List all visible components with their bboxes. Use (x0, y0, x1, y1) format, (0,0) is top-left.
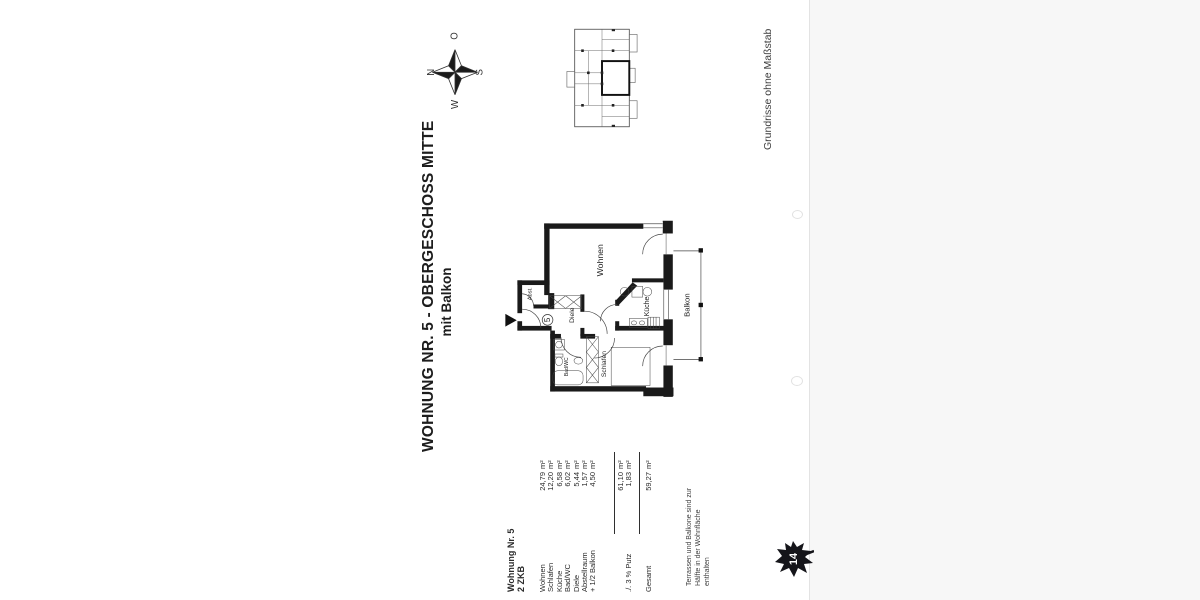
room-label-bad: Bad/WC (564, 357, 570, 376)
room-label-abstellraum: Abst. (527, 287, 533, 300)
table-header-type: 2 ZKB (516, 565, 526, 592)
room-label-diele: Diele (569, 307, 576, 323)
compass-rose: O S W N (426, 32, 484, 109)
table-header-unit: Wohnung Nr. 5 (506, 528, 516, 592)
windows (643, 222, 674, 366)
room-label-schlafen: Schlafen (601, 351, 608, 377)
door-arcs (522, 233, 663, 367)
room-label-kueche: Küche (644, 296, 651, 316)
key-plan (566, 28, 638, 128)
compass-north-label: N (426, 69, 437, 76)
toilet-symbol (555, 356, 563, 366)
unit-number-circle (541, 314, 554, 326)
wardrobe-symbols (549, 295, 599, 384)
total-rule (638, 452, 640, 534)
entrance-arrow (505, 313, 517, 327)
scale-note: Grundrisse ohne Maßstab (762, 28, 774, 150)
room-label-wohnen: Wohnen (595, 244, 605, 276)
sink-symbol (573, 357, 583, 365)
page-edge (809, 0, 1200, 600)
fixtures (552, 286, 660, 386)
walls (517, 220, 674, 397)
compass-east-label: O (449, 32, 460, 40)
title-line1: WOHNUNG NR. 5 - OBERGESCHOSS MITTE (420, 120, 437, 452)
bathtub-symbol (552, 370, 584, 386)
compass-west-label: W (450, 99, 461, 109)
room-label-balkon: Balkon (683, 293, 692, 317)
page-title: WOHNUNG NR. 5 - OBERGESCHOSS MITTE mit B… (419, 120, 463, 452)
stove-symbol (647, 316, 660, 329)
subtotal-rule (613, 452, 615, 534)
footnote-line2: Hälfte in der Wohnfläche (695, 509, 702, 586)
floorplan: 5 Wohnen Küche Balkon Diele Abst. Bad/WC… (505, 220, 703, 397)
footnote-line1: Terrassen und Balkone sind zur (686, 487, 693, 586)
scan-smudge (792, 210, 803, 219)
page-number-leaf-icon: 14 (775, 541, 814, 577)
scan-smudge (791, 376, 803, 386)
page-number: 14 (788, 552, 800, 565)
bed-symbol (610, 347, 651, 386)
unit-number: 5 (543, 317, 552, 322)
footnote: Terrassen und Balkone sind zur Hälfte in… (685, 454, 715, 586)
footnote-line3: enthalten (704, 557, 711, 586)
key-plan-highlighted-unit (601, 60, 631, 96)
compass-south-label: S (474, 69, 484, 75)
title-line2: mit Balkon (439, 267, 454, 337)
